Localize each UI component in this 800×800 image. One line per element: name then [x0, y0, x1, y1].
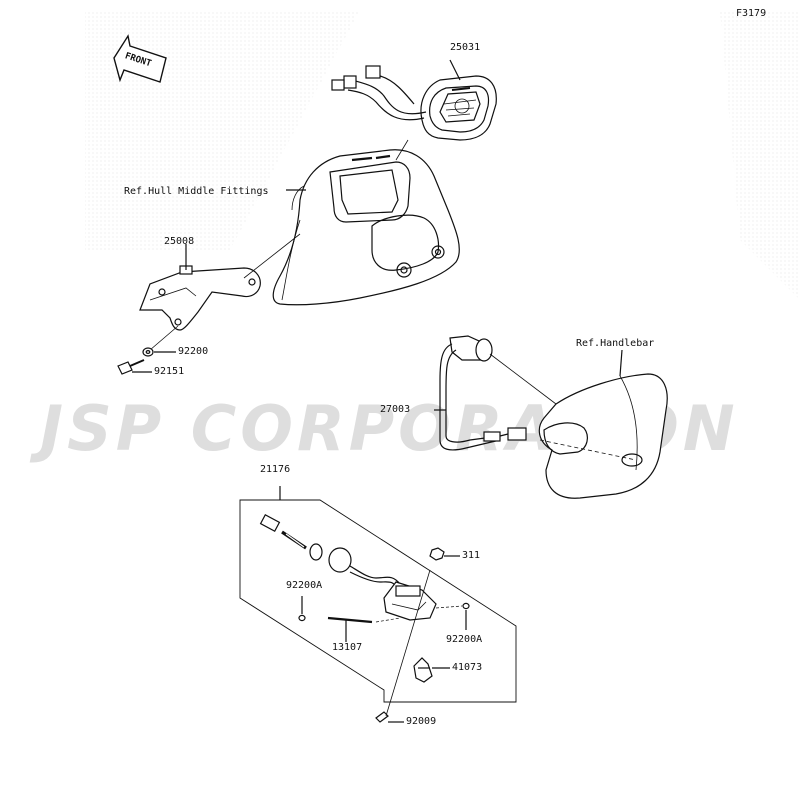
- label-ref-handlebar: Ref.Handlebar: [576, 338, 655, 349]
- nut-311: [429, 547, 445, 561]
- screw-axis-line: [385, 569, 431, 717]
- label-92200: 92200: [178, 346, 209, 357]
- hull-middle-fittings: [272, 149, 460, 306]
- label-92200A-right: 92200A: [446, 634, 483, 645]
- figure-id: F3179: [736, 8, 767, 19]
- label-27003: 27003: [380, 404, 411, 415]
- label-ref-hull: Ref.Hull Middle Fittings: [124, 186, 269, 197]
- front-arrow-icon: FRONT: [113, 34, 167, 83]
- bolt-92151: [117, 359, 145, 375]
- leader-25031: [449, 59, 461, 81]
- washer-92200: [142, 347, 154, 357]
- screw-92009: [375, 711, 389, 723]
- label-25031: 25031: [450, 42, 481, 53]
- label-311: 311: [462, 550, 481, 561]
- handlebar-ref: [538, 373, 668, 499]
- label-25008: 25008: [164, 236, 195, 247]
- label-92151: 92151: [154, 366, 185, 377]
- washer-92200A-right: [462, 602, 470, 610]
- knob-41073: [413, 657, 433, 683]
- meter-unit-25031: [331, 65, 497, 141]
- pin-13107: [327, 616, 373, 624]
- label-92200A-left: 92200A: [286, 580, 323, 591]
- label-41073: 41073: [452, 662, 483, 673]
- washer-92200A-left: [298, 614, 306, 622]
- light-assembly-21176: [259, 514, 437, 621]
- label-92009: 92009: [406, 716, 437, 727]
- kit-box-21176: [239, 499, 517, 703]
- switch-27003: [439, 335, 527, 451]
- leader-ref-handlebar: [619, 349, 623, 377]
- label-21176: 21176: [260, 464, 291, 475]
- label-13107: 13107: [332, 642, 363, 653]
- bracket-25008: [139, 265, 261, 331]
